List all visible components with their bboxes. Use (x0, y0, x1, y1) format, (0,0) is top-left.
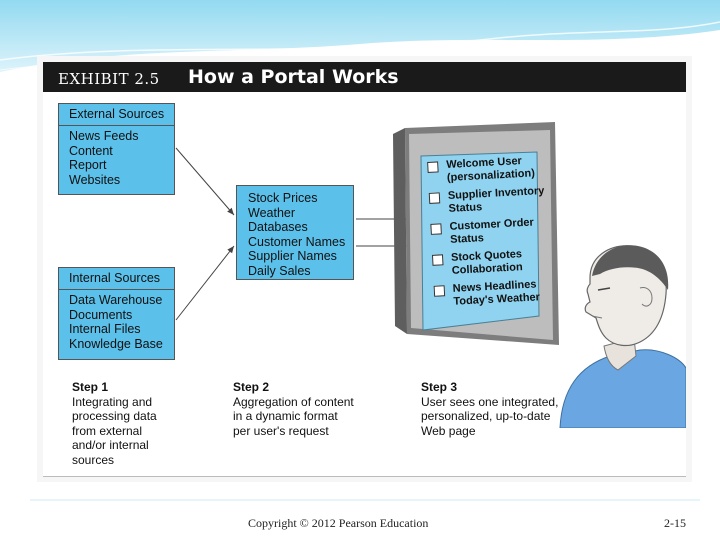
internal-source-item: Knowledge Base (69, 336, 163, 351)
step-line: personalized, up-to-date (421, 409, 551, 423)
internal-source-item: Data Warehouse (69, 293, 163, 307)
footer-page-number: 2-15 (664, 516, 686, 530)
aggregation-item: Stock Prices (248, 191, 318, 205)
arrow-external-to-aggregation (175, 147, 235, 216)
aggregation-box: Stock Prices Weather Databases Customer … (236, 185, 354, 280)
step-line: Integrating and (72, 394, 153, 409)
step-line: processing data (72, 409, 157, 423)
step-line: from external (72, 423, 143, 438)
portal-item-line: Status (448, 201, 483, 215)
checkbox-icon[interactable] (433, 285, 446, 297)
checkbox-icon[interactable] (427, 161, 439, 173)
external-sources-box: External Sources News Feeds Content Repo… (58, 103, 175, 195)
internal-sources-box: Internal Sources Data Warehouse Document… (58, 267, 175, 360)
step-title: Step 1 (72, 380, 109, 394)
aggregation-item: Customer Names (248, 234, 346, 249)
portal-item-line: Status (449, 232, 485, 246)
step-3: Step 3 User sees one integrated, persona… (421, 380, 558, 438)
step-line: Aggregation of content (233, 394, 354, 409)
arrow-internal-to-aggregation (175, 245, 235, 321)
aggregation-item: Databases (248, 220, 308, 234)
step-line: in a dynamic format (233, 409, 338, 423)
aggregation-item: Supplier Names (248, 249, 337, 263)
step-title: Step 2 (233, 380, 270, 394)
external-sources-header: External Sources (59, 104, 174, 126)
portal-item-line: Collaboration (451, 261, 523, 277)
step-2: Step 2 Aggregation of content in a dynam… (233, 380, 354, 438)
exhibit-header-bar (43, 62, 686, 92)
internal-sources-header: Internal Sources (59, 268, 174, 290)
footer-copyright: Copyright © 2012 Pearson Education (248, 516, 429, 530)
step-line: sources (72, 452, 115, 467)
user-illustration (559, 245, 686, 428)
checkbox-icon[interactable] (431, 254, 444, 266)
step-line: per user's request (233, 423, 329, 438)
step-title: Step 3 (421, 380, 458, 394)
step-1: Step 1 Integrating and processing data f… (72, 380, 157, 467)
internal-source-item: Internal Files (69, 322, 141, 336)
external-source-item: Websites (69, 172, 121, 187)
checkbox-icon[interactable] (430, 223, 442, 235)
internal-source-item: Documents (69, 307, 133, 322)
aggregation-item: Daily Sales (248, 263, 311, 278)
exhibit-title: How a Portal Works (188, 66, 399, 88)
aggregation-item: Weather (248, 205, 296, 220)
checkbox-icon[interactable] (428, 192, 441, 204)
step-line: and/or internal (72, 438, 149, 452)
step-line: Web page (421, 423, 476, 438)
external-source-item: News Feeds (69, 129, 139, 143)
exhibit-label: EXHIBIT 2.5 (58, 70, 160, 88)
external-source-item: Report (69, 158, 107, 172)
external-source-item: Content (69, 143, 113, 158)
step-line: User sees one integrated, (421, 394, 559, 409)
